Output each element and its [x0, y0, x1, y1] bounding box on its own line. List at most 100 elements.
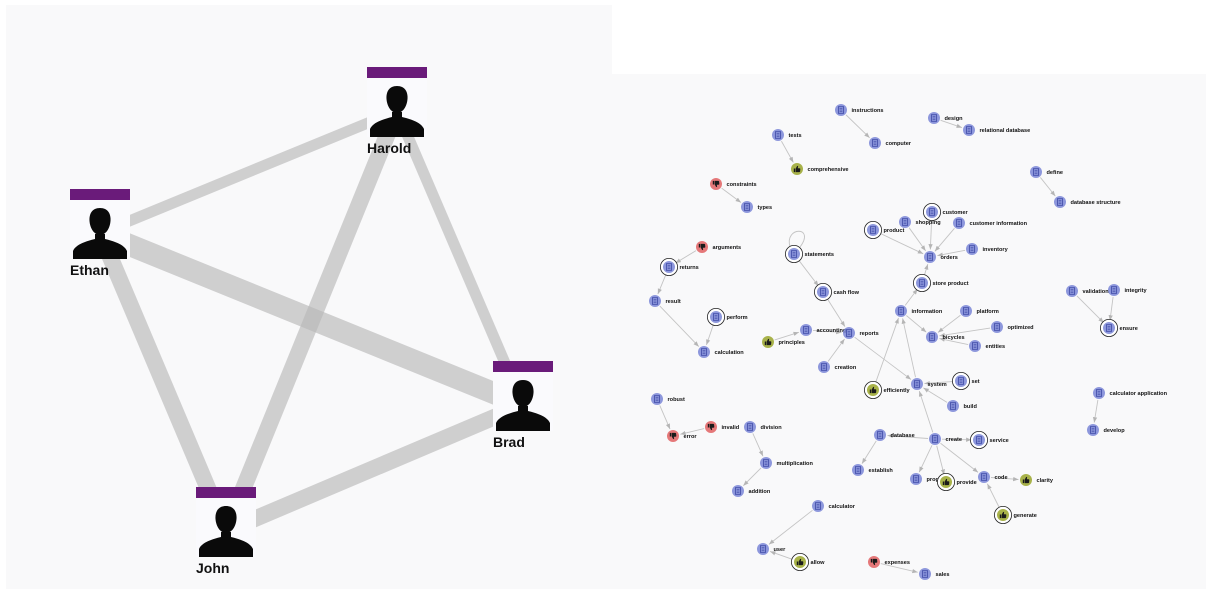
concept-node-validation[interactable]: validation — [1066, 285, 1109, 297]
concept-node-customer[interactable]: customer — [922, 202, 969, 222]
concept-node-constraints[interactable]: constraints — [710, 178, 757, 190]
concept-node-database-structure[interactable]: database structure — [1054, 196, 1121, 208]
concept-node-creation[interactable]: creation — [818, 361, 857, 373]
document-icon — [870, 226, 876, 234]
node-label: invalid — [722, 425, 740, 431]
node-label: service — [990, 438, 1009, 444]
concept-node-develop[interactable]: develop — [1087, 424, 1125, 436]
person-node-harold[interactable]: Harold — [367, 67, 427, 156]
concept-node-clarity[interactable]: clarity — [1020, 474, 1054, 486]
concept-node-build[interactable]: build — [947, 400, 977, 412]
node-label: inventory — [983, 247, 1009, 253]
concept-node-expenses[interactable]: expenses — [868, 556, 910, 568]
concept-node-store-product[interactable]: store product — [912, 273, 969, 293]
concept-node-statements[interactable]: statements — [784, 244, 834, 264]
concept-node-types[interactable]: types — [741, 201, 772, 213]
concept-node-calculation[interactable]: calculation — [698, 346, 744, 358]
concept-node-sales[interactable]: sales — [919, 568, 950, 580]
edge-inventory-orders — [937, 249, 966, 257]
concept-node-system[interactable]: system — [911, 378, 947, 390]
concept-node-allow[interactable]: allow — [790, 552, 825, 572]
concept-node-orders[interactable]: orders — [924, 251, 958, 263]
concept-node-design[interactable]: design — [928, 112, 963, 124]
node-label: user — [774, 547, 787, 553]
concept-node-information[interactable]: information — [895, 305, 943, 317]
concept-node-user[interactable]: user — [757, 543, 786, 555]
concept-node-code[interactable]: code — [978, 471, 1008, 483]
node-label: bicycles — [943, 335, 965, 341]
concept-node-calculator-application[interactable]: calculator application — [1093, 387, 1168, 399]
concept-node-service[interactable]: service — [969, 430, 1009, 450]
concept-node-invalid[interactable]: invalid — [705, 421, 740, 433]
document-icon — [932, 435, 938, 443]
document-icon — [958, 377, 964, 385]
person-node-john[interactable]: John — [196, 487, 256, 576]
concept-node-instructions[interactable]: instructions — [835, 104, 884, 116]
person-node-ethan[interactable]: Ethan — [70, 189, 130, 278]
concept-node-robust[interactable]: robust — [651, 393, 685, 405]
concept-node-tests[interactable]: tests — [772, 129, 802, 141]
concept-node-generate[interactable]: generate — [993, 505, 1037, 525]
edge-integrity-ensure — [1108, 296, 1114, 321]
node-label: multiplication — [777, 461, 814, 467]
person-header-bar — [367, 67, 427, 78]
concept-node-error[interactable]: error — [667, 430, 697, 442]
edge-platform-bicycles — [937, 314, 961, 333]
concept-node-bicycles[interactable]: bicycles — [926, 331, 965, 343]
concept-node-accounting[interactable]: accounting — [800, 324, 847, 336]
document-icon — [972, 342, 978, 350]
concept-node-division[interactable]: division — [744, 421, 782, 433]
edge-create-database — [887, 433, 929, 439]
document-icon — [913, 475, 919, 483]
link-brad-john — [222, 397, 527, 539]
node-label: reports — [860, 331, 879, 337]
concept-node-product[interactable]: product — [863, 220, 904, 240]
concept-node-optimized[interactable]: optimized — [991, 321, 1034, 333]
edge-efficiently-information — [874, 317, 899, 384]
concept-node-addition[interactable]: addition — [732, 485, 771, 497]
concept-node-perform[interactable]: perform — [706, 307, 748, 327]
person-node-brad[interactable]: Brad — [493, 361, 553, 450]
concept-node-database[interactable]: database — [874, 429, 915, 441]
concept-node-efficiently[interactable]: efficiently — [863, 380, 911, 400]
document-icon — [820, 288, 826, 296]
concept-node-define[interactable]: define — [1030, 166, 1063, 178]
concept-node-entities[interactable]: entities — [969, 340, 1005, 352]
concept-node-create[interactable]: create — [929, 433, 962, 445]
concept-node-platform[interactable]: platform — [960, 305, 999, 317]
concept-node-establish[interactable]: establish — [852, 464, 893, 476]
concept-node-multiplication[interactable]: multiplication — [760, 457, 813, 469]
edge-system-information — [901, 318, 916, 378]
document-icon — [838, 106, 844, 114]
person-header-bar — [196, 487, 256, 498]
document-icon — [963, 307, 969, 315]
edge-create-service — [941, 437, 972, 442]
node-label: computer — [886, 141, 912, 147]
concept-node-relational-database[interactable]: relational database — [963, 124, 1030, 136]
concept-node-reports[interactable]: reports — [843, 327, 879, 339]
document-icon — [747, 423, 753, 431]
edge-perform-calculation — [706, 323, 715, 346]
node-label: develop — [1104, 428, 1126, 434]
concept-node-inventory[interactable]: inventory — [966, 243, 1009, 255]
node-label: customer — [943, 210, 969, 216]
concept-node-shopping[interactable]: shopping — [899, 216, 941, 228]
concept-node-customer-information[interactable]: customer information — [953, 217, 1028, 229]
concept-node-provide[interactable]: provide — [936, 472, 977, 492]
concept-node-ensure[interactable]: ensure — [1099, 318, 1138, 338]
concept-node-cash-flow[interactable]: cash flow — [813, 282, 860, 302]
concept-node-returns[interactable]: returns — [659, 257, 699, 277]
document-icon — [763, 459, 769, 467]
concept-node-principles[interactable]: principles — [762, 336, 805, 348]
node-label: comprehensive — [808, 167, 849, 173]
edge-invalid-error — [680, 428, 705, 436]
concept-node-comprehensive[interactable]: comprehensive — [791, 163, 849, 175]
concept-node-integrity[interactable]: integrity — [1108, 284, 1147, 296]
concept-node-set[interactable]: set — [951, 371, 980, 391]
concept-node-calculator[interactable]: calculator — [812, 500, 856, 512]
edge-expenses-sales — [880, 563, 918, 574]
concept-node-result[interactable]: result — [649, 295, 681, 307]
concept-node-computer[interactable]: computer — [869, 137, 912, 149]
concept-node-arguments[interactable]: arguments — [696, 241, 741, 253]
document-icon — [898, 307, 904, 315]
